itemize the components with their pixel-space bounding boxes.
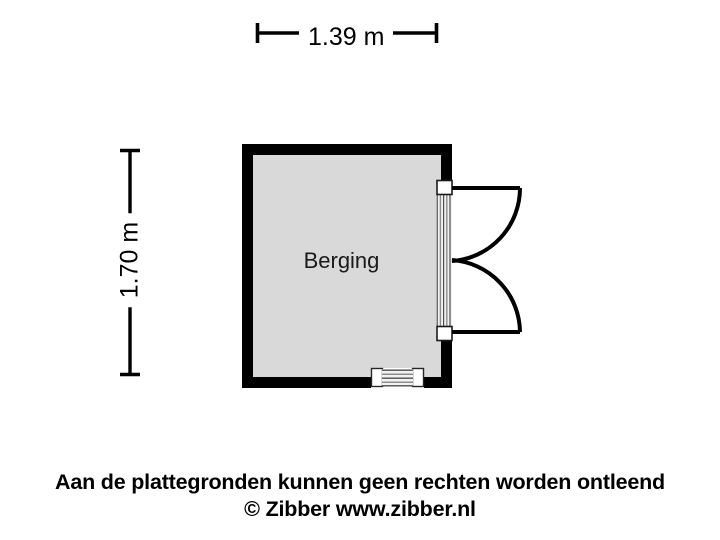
footer-disclaimer: Aan de plattegronden kunnen geen rechten… xyxy=(55,470,665,494)
double-door-right-wall xyxy=(436,179,523,342)
footer: Aan de plattegronden kunnen geen rechten… xyxy=(0,470,720,524)
door-jamb-bottom xyxy=(436,325,453,342)
door-jamb-top xyxy=(436,179,453,196)
door-swing-arc-upper xyxy=(451,187,523,263)
dimension-label-left-wrapper: 1.70 m xyxy=(112,212,148,308)
dimension-label-left: 1.70 m xyxy=(112,212,148,308)
window-cap-left xyxy=(370,367,384,388)
door-swing-arc-lower xyxy=(451,258,522,333)
room-floor-fill xyxy=(253,155,441,377)
dimension-label-top: 1.39 m xyxy=(299,20,394,55)
window-bottom-wall xyxy=(370,367,425,390)
room-shell-berging xyxy=(242,144,452,388)
footer-copyright: © Zibber www.zibber.nl xyxy=(244,496,476,521)
room-label-berging: Berging xyxy=(303,248,380,273)
window-cap-right xyxy=(411,367,425,388)
door-glazing-rails xyxy=(436,186,452,335)
window-glazing-panel xyxy=(382,369,413,386)
